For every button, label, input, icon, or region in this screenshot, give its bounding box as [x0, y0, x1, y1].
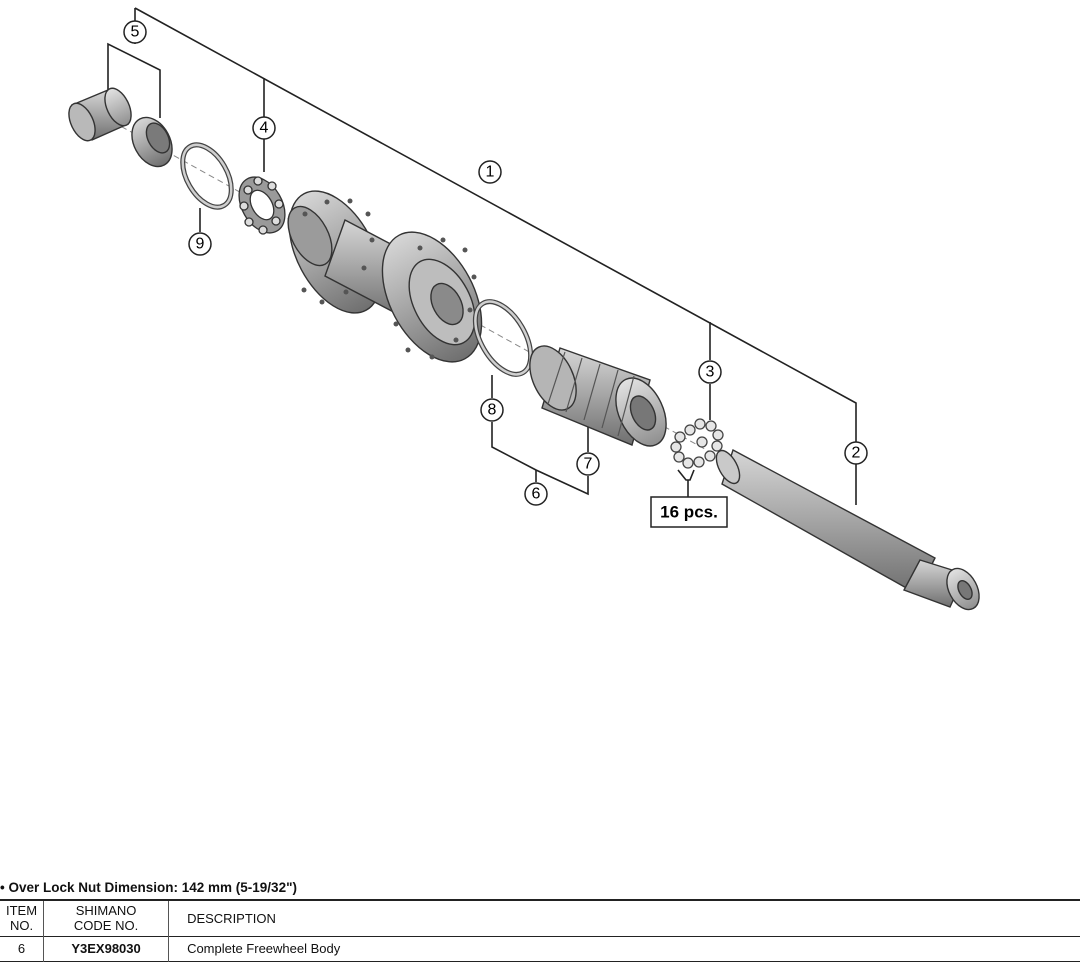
part-freewheel-body	[529, 345, 667, 447]
header-code-line2: CODE NO.	[73, 918, 139, 934]
parts-table: ITEM NO. SHIMANO CODE NO. DESCRIPTION 6 …	[0, 899, 1080, 962]
table-row: 6 Y3EX98030 Complete Freewheel Body	[0, 936, 1080, 961]
callout-7: 7	[576, 452, 600, 476]
part-seal-ring-8	[472, 299, 534, 377]
svg-text:16 pcs.: 16 pcs.	[660, 503, 718, 522]
header-item-no: ITEM NO.	[0, 900, 44, 936]
svg-text:2: 2	[852, 445, 861, 462]
callout-9: 9	[188, 232, 212, 256]
callout-6: 6	[524, 482, 548, 506]
part-steel-balls	[670, 418, 724, 469]
svg-text:1: 1	[486, 164, 495, 181]
svg-text:4: 4	[260, 120, 269, 137]
header-item-line2: NO.	[9, 918, 34, 934]
exploded-hub-diagram: 1 2 3 4 5 6 7 8 9 16 pcs.	[68, 7, 980, 611]
svg-text:6: 6	[532, 486, 541, 503]
leader-lines	[107, 7, 857, 505]
svg-text:9: 9	[196, 236, 205, 253]
svg-text:5: 5	[131, 24, 140, 41]
svg-text:3: 3	[706, 364, 715, 381]
quantity-label-box: 16 pcs.	[650, 496, 728, 528]
header-description: DESCRIPTION	[168, 900, 1080, 936]
callout-2: 2	[844, 441, 868, 465]
part-lock-nut	[131, 116, 173, 168]
part-bearing-4	[238, 176, 286, 235]
part-seal-ring-9	[180, 142, 234, 210]
dimension-note: • Over Lock Nut Dimension: 142 mm (5-19/…	[0, 880, 297, 895]
callout-8: 8	[480, 398, 504, 422]
cell-item-no: 6	[17, 941, 26, 956]
callout-5: 5	[123, 20, 147, 44]
header-code-line1: SHIMANO	[75, 903, 137, 919]
svg-text:7: 7	[584, 456, 593, 473]
part-hub-body	[287, 190, 483, 363]
part-spacer-cup	[68, 87, 132, 142]
header-item-line1: ITEM	[6, 903, 38, 919]
cell-code-no: Y3EX98030	[43, 936, 169, 961]
header-code-no: SHIMANO CODE NO.	[43, 900, 169, 936]
part-axle	[715, 448, 980, 611]
callout-3: 3	[698, 360, 722, 384]
svg-text:8: 8	[488, 402, 497, 419]
cell-description: Complete Freewheel Body	[168, 936, 1080, 961]
callout-4: 4	[252, 116, 276, 140]
callout-1: 1	[478, 160, 502, 184]
table-header-row: ITEM NO. SHIMANO CODE NO. DESCRIPTION	[0, 900, 1080, 936]
